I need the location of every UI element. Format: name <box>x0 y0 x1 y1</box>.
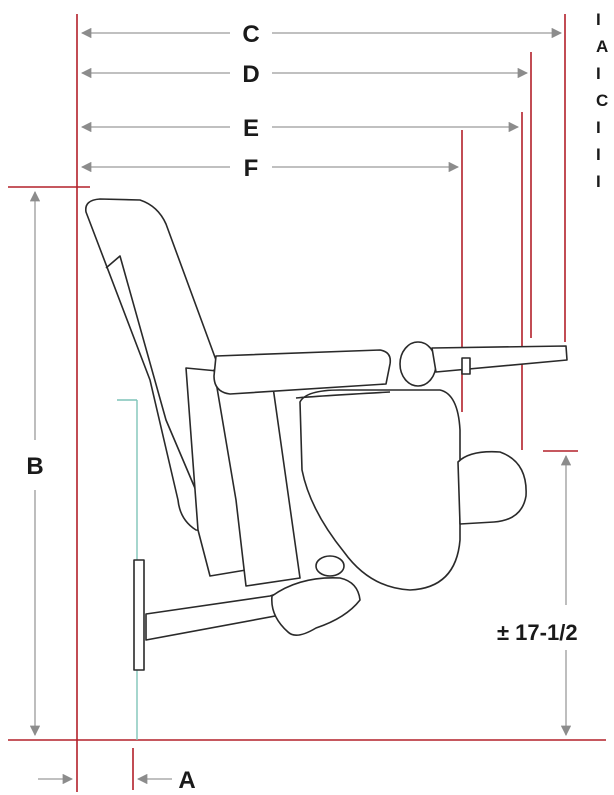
label-c: C <box>242 21 259 48</box>
cut-off-legend: I A I C I I I <box>596 10 608 191</box>
chair-seat <box>299 389 461 591</box>
theater-chair-illustration <box>84 198 568 671</box>
seat-hinge <box>315 555 345 577</box>
dimension-labels: C D E F B A ± 17-1/2 <box>26 21 577 794</box>
red-reference-lines <box>8 14 606 792</box>
label-b: B <box>26 453 43 480</box>
legend-row-1: I <box>596 10 601 29</box>
tablet-arm-post <box>461 357 471 375</box>
tablet-arm <box>431 345 568 373</box>
front-bracket <box>271 577 361 636</box>
legend-row-3: I <box>596 64 601 83</box>
seat-support <box>295 391 391 399</box>
cup-holder <box>399 341 437 387</box>
label-e: E <box>243 115 259 142</box>
legend-row-7: I <box>596 172 601 191</box>
label-a: A <box>178 767 195 794</box>
legend-row-6: I <box>596 145 601 164</box>
chair-armrest <box>213 349 392 395</box>
chair-seat-front <box>457 450 527 525</box>
legend-row-5: I <box>596 118 601 137</box>
dimension-arrows <box>29 27 572 785</box>
backrest-inner-edge <box>105 255 201 501</box>
label-f: F <box>244 155 259 182</box>
legend-row-4: C <box>596 91 608 110</box>
label-d: D <box>242 61 259 88</box>
label-seat-height: ± 17-1/2 <box>497 620 578 645</box>
wall-mount-plate <box>133 559 145 671</box>
legend-row-2: A <box>596 37 608 56</box>
